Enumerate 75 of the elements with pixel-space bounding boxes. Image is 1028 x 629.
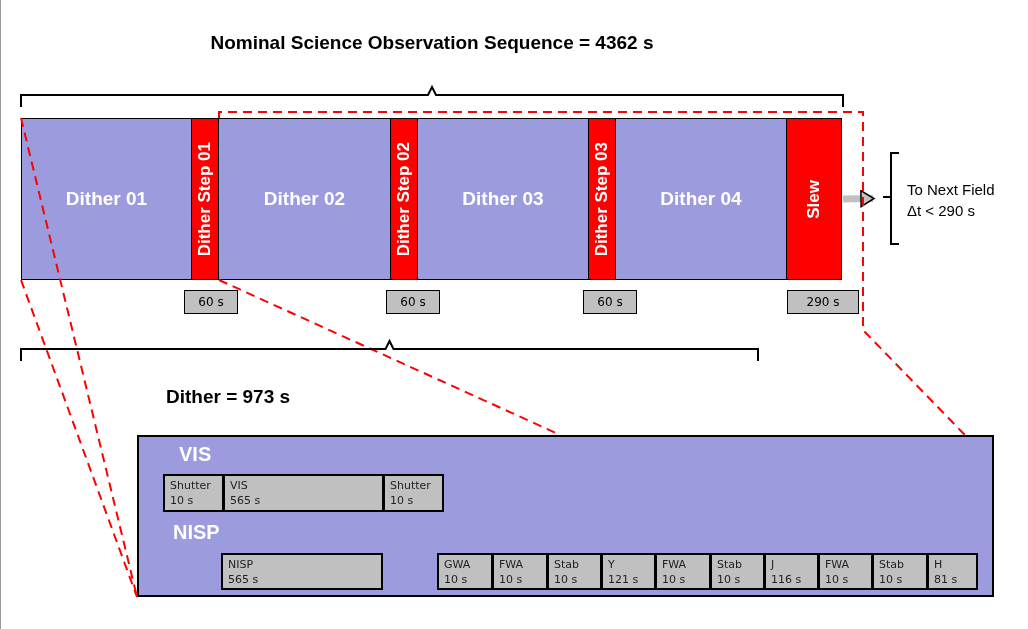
note-text: To Next Field Δt < 290 s [907,180,996,221]
task-label: H [934,557,944,572]
task-label: 121 s [608,572,640,587]
task-label: 10 s [170,493,195,508]
task-label: VIS [230,478,249,493]
duration-label: 290 s [806,295,840,309]
task-label: 10 s [499,572,524,587]
zoom-line [218,111,966,436]
task-box [492,553,548,590]
task-label: 10 s [444,572,469,587]
vertical-segment-label: Slew [804,179,824,219]
task-label: Shutter [170,478,212,493]
row-heading: VIS [179,443,212,466]
vertical-segment-label: Dither Step 03 [592,141,612,257]
task-box [437,553,493,590]
segment-label: Dither 04 [660,188,742,210]
duration-box [787,290,859,314]
task-label: FWA [499,557,525,572]
task-label: 10 s [717,572,742,587]
task-box [221,553,383,590]
dither-segment [615,118,787,280]
task-box [927,553,978,590]
task-box [601,553,656,590]
dither-segment [417,118,589,280]
task-label: 81 s [934,572,959,587]
duration-box [386,290,440,314]
row-heading: NISP [173,521,220,544]
segment-label: Dither 03 [462,188,544,210]
duration-label: 60 s [597,295,623,309]
task-label: NISP [228,557,255,572]
task-box [655,553,711,590]
dither-segment [218,118,391,280]
duration-annotation: Dither = 973 s [166,386,291,408]
task-box [710,553,765,590]
diagram-title: Nominal Science Observation Sequence = 4362 s [209,32,655,54]
task-label: Stab [879,557,906,572]
task-label: Stab [554,557,581,572]
task-label: 565 s [228,572,260,587]
task-label: 116 s [771,572,803,587]
task-label: 10 s [554,572,579,587]
task-box [223,474,384,512]
dither-step-segment [390,118,418,280]
task-box [383,474,444,512]
task-box [818,553,873,590]
vertical-segment-label: Dither Step 02 [394,141,414,257]
duration-label: 60 s [198,295,224,309]
task-box [764,553,819,590]
task-label: Shutter [390,478,432,493]
task-label: FWA [662,557,688,572]
task-label: 10 s [825,572,850,587]
task-label: 10 s [390,493,415,508]
task-label: 10 s [879,572,904,587]
dither-detail-panel [137,435,994,597]
task-label: FWA [825,557,851,572]
segment-label: Dither 02 [263,188,346,210]
zoom-line [20,279,138,598]
task-label: 10 s [662,572,687,587]
vertical-segment-label: Dither Step 01 [195,141,215,257]
slew-segment [786,118,842,280]
dither-segment [21,118,192,280]
task-label: Y [608,557,616,572]
task-box [163,474,224,512]
dither-step-segment [191,118,219,280]
arrow [842,189,875,208]
segment-label: Dither 01 [65,188,148,210]
task-label: 565 s [230,493,262,508]
task-box [547,553,602,590]
task-box [872,553,928,590]
duration-box [184,290,238,314]
duration-box [583,290,637,314]
dither-step-segment [588,118,616,280]
task-label: J [771,557,776,572]
duration-label: 60 s [400,295,426,309]
task-label: Stab [717,557,744,572]
task-label: GWA [444,557,472,572]
